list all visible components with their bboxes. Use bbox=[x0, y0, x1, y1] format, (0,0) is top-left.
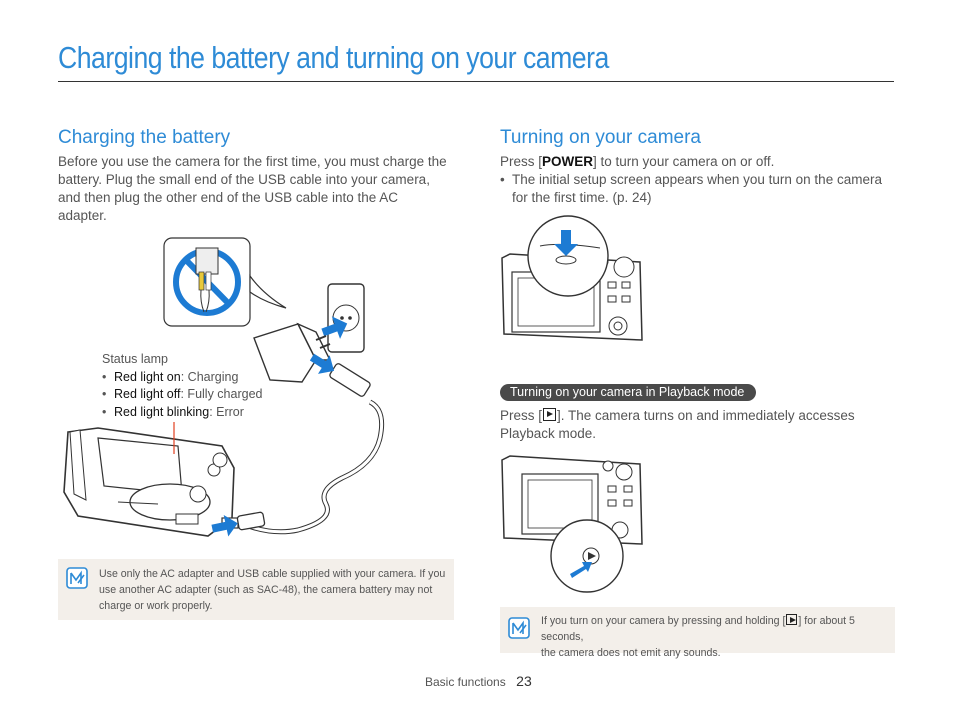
power-key-label: POWER bbox=[542, 154, 594, 169]
camera-playback-illustration bbox=[501, 455, 643, 593]
press-power-line: Press [POWER] to turn your camera on or … bbox=[500, 153, 894, 171]
title-divider bbox=[58, 81, 894, 82]
status-item-value: : Fully charged bbox=[180, 387, 263, 401]
note-prefix: If you turn on your camera by pressing a… bbox=[541, 615, 786, 627]
setup-bullet: The initial setup screen appears when yo… bbox=[500, 171, 894, 207]
charging-intro-line: adapter. bbox=[58, 208, 107, 223]
setup-bullet-line: for the first time. (p. 24) bbox=[512, 190, 652, 205]
playback-text: Press [ ]. The camera turns on and immedi… bbox=[500, 407, 894, 443]
status-item-value: : Error bbox=[209, 404, 244, 419]
playback-suffix: ]. The camera turns on and immediately a… bbox=[557, 408, 855, 423]
wall-socket bbox=[327, 283, 365, 353]
status-item-key: Red light on bbox=[114, 369, 181, 384]
page-title: Charging the battery and turning on your… bbox=[58, 40, 609, 75]
note-line: the camera does not emit any sounds. bbox=[541, 647, 721, 659]
press-suffix: ] to turn your camera on or off. bbox=[593, 154, 775, 169]
no-av-cable-icon bbox=[163, 237, 287, 327]
note-icon bbox=[66, 567, 88, 589]
status-item: Red light off: Fully charged bbox=[102, 386, 262, 404]
camera-plug-arrow bbox=[211, 515, 238, 537]
turning-on-text: Press [POWER] to turn your camera on or … bbox=[500, 153, 894, 207]
note-line: use another AC adapter (such as SAC-48),… bbox=[99, 584, 433, 596]
charging-note-text: Use only the AC adapter and USB cable su… bbox=[99, 566, 449, 614]
charging-intro-line: battery. Plug the small end of the USB c… bbox=[58, 172, 430, 187]
status-item-value: : Charging bbox=[180, 369, 239, 384]
turning-on-heading: Turning on your camera bbox=[500, 127, 702, 148]
usb-plug-adapter-end bbox=[309, 353, 371, 397]
charging-intro: Before you use the camera for the first … bbox=[58, 153, 458, 225]
playback-line-2: Playback mode. bbox=[500, 426, 597, 441]
playback-mode-badge: Turning on your camera in Playback mode bbox=[500, 384, 757, 401]
press-prefix: Press [ bbox=[500, 154, 543, 169]
page-number: 23 bbox=[516, 673, 532, 689]
playback-note-text: If you turn on your camera by pressing a… bbox=[541, 613, 893, 661]
status-item-key: Red light blinking bbox=[114, 404, 210, 419]
camera-charging bbox=[63, 427, 239, 537]
footer-section: Basic functions bbox=[425, 675, 506, 689]
note-icon bbox=[508, 617, 530, 639]
plug-arrow bbox=[321, 316, 348, 339]
status-item-key: Red light off bbox=[114, 387, 181, 401]
charging-heading: Charging the battery bbox=[58, 127, 231, 148]
setup-bullet-line: The initial setup screen appears when yo… bbox=[512, 172, 882, 187]
camera-power-illustration bbox=[501, 215, 643, 341]
charging-note: Use only the AC adapter and USB cable su… bbox=[58, 559, 454, 620]
playback-icon bbox=[543, 408, 557, 421]
note-suffix: ] for about 5 seconds, bbox=[541, 615, 855, 643]
note-line: Use only the AC adapter and USB cable su… bbox=[99, 568, 446, 580]
playback-note: If you turn on your camera by pressing a… bbox=[500, 607, 895, 659]
playback-prefix: Press [ bbox=[500, 408, 543, 423]
status-lamp-legend: Status lamp Red light on: Charging Red l… bbox=[102, 351, 262, 421]
note-line: If you turn on your camera by pressing a… bbox=[541, 613, 893, 645]
playback-icon bbox=[786, 614, 798, 625]
status-lamp-label: Status lamp bbox=[102, 352, 169, 366]
power-arrow-icon bbox=[554, 230, 578, 256]
note-line: charge or work properly. bbox=[99, 600, 213, 612]
status-item: Red light blinking: Error bbox=[102, 404, 262, 422]
playback-line: Press [ ]. The camera turns on and immedi… bbox=[500, 407, 894, 425]
charging-illustration bbox=[63, 237, 385, 537]
charging-intro-line: Before you use the camera for the first … bbox=[58, 154, 447, 169]
status-item: Red light on: Charging bbox=[102, 369, 262, 387]
press-arrow-icon bbox=[570, 562, 592, 578]
charging-intro-line: and then plug the other end of the USB c… bbox=[58, 190, 398, 205]
page-footer: Basic functions 23 bbox=[425, 673, 532, 691]
